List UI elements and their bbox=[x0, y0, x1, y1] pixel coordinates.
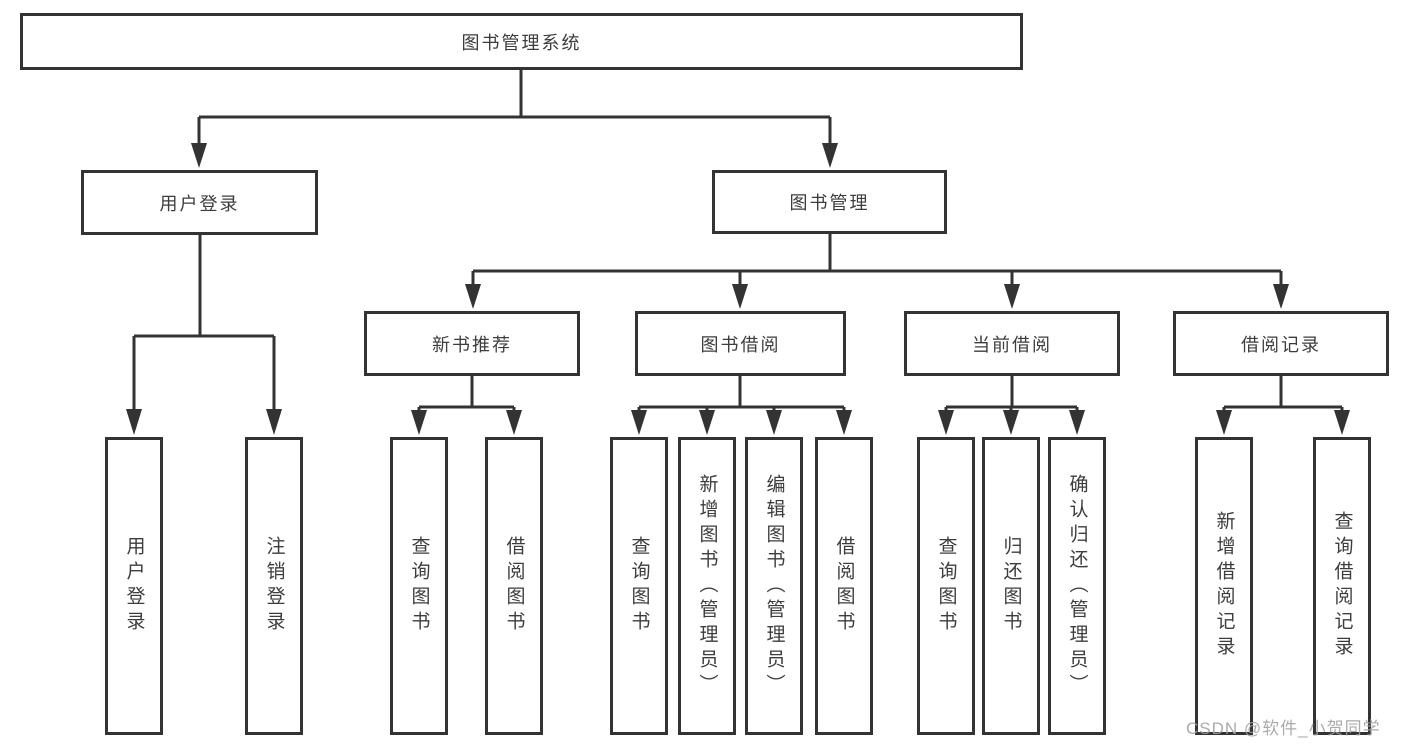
leaf-add-borrow-record-label: 新增借阅记录 bbox=[1213, 511, 1235, 661]
leaf-add-book-admin: 新增图书（管理员） bbox=[678, 437, 736, 735]
leaf-return-book: 归还图书 bbox=[982, 437, 1040, 735]
leaf-add-borrow-record: 新增借阅记录 bbox=[1195, 437, 1253, 735]
csdn-watermark: CSDN @软件_小贺同学 bbox=[1186, 719, 1381, 738]
leaf-edit-book-admin: 编辑图书（管理员） bbox=[745, 437, 803, 735]
leaf-borrow-book: 借阅图书 bbox=[815, 437, 873, 735]
leaf-recommend-borrow-book-label: 借阅图书 bbox=[503, 536, 525, 636]
leaf-user-login-label: 用户登录 bbox=[123, 536, 145, 636]
node-user-login: 用户登录 bbox=[81, 170, 318, 235]
leaf-current-query-book-label: 查询图书 bbox=[935, 536, 957, 636]
leaf-logout: 注销登录 bbox=[245, 437, 303, 735]
leaf-user-login: 用户登录 bbox=[105, 437, 163, 735]
leaf-borrow-query-book-label: 查询图书 bbox=[628, 536, 650, 636]
leaf-edit-book-admin-label: 编辑图书（管理员） bbox=[763, 473, 785, 699]
leaf-borrow-book-label: 借阅图书 bbox=[833, 536, 855, 636]
leaf-query-borrow-record: 查询借阅记录 bbox=[1313, 437, 1371, 735]
leaf-current-query-book: 查询图书 bbox=[917, 437, 975, 735]
node-current-borrow: 当前借阅 bbox=[904, 311, 1120, 376]
leaf-query-borrow-record-label: 查询借阅记录 bbox=[1331, 511, 1353, 661]
leaf-confirm-return-admin-label: 确认归还（管理员） bbox=[1066, 473, 1088, 699]
leaf-confirm-return-admin: 确认归还（管理员） bbox=[1048, 437, 1106, 735]
node-new-book-recommend: 新书推荐 bbox=[364, 311, 580, 376]
node-book-borrow: 图书借阅 bbox=[635, 311, 846, 376]
arrowheads bbox=[126, 143, 1350, 435]
node-root: 图书管理系统 bbox=[20, 13, 1023, 70]
node-borrow-record: 借阅记录 bbox=[1173, 311, 1389, 376]
leaf-recommend-query-book: 查询图书 bbox=[390, 437, 448, 735]
leaf-return-book-label: 归还图书 bbox=[1000, 536, 1022, 636]
leaf-borrow-query-book: 查询图书 bbox=[610, 437, 668, 735]
node-book-management: 图书管理 bbox=[712, 170, 947, 234]
leaf-recommend-query-book-label: 查询图书 bbox=[408, 536, 430, 636]
leaf-add-book-admin-label: 新增图书（管理员） bbox=[696, 473, 718, 699]
leaf-recommend-borrow-book: 借阅图书 bbox=[485, 437, 543, 735]
leaf-logout-label: 注销登录 bbox=[263, 536, 285, 636]
